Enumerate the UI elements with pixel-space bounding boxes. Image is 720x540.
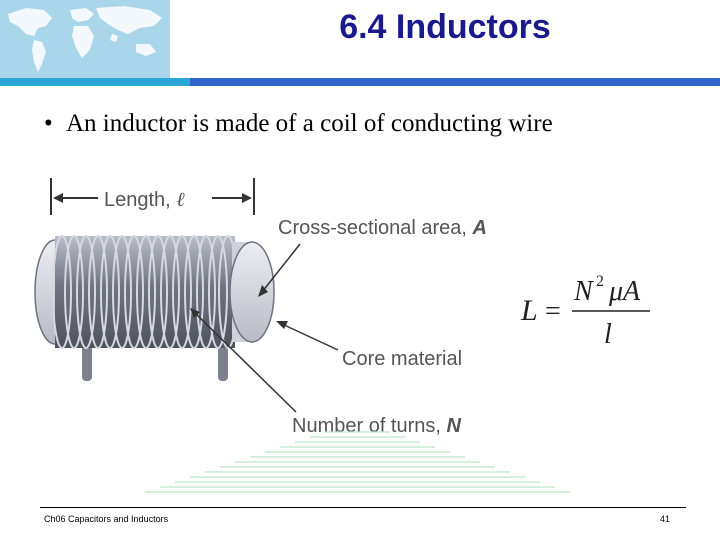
world-map-banner — [0, 0, 170, 78]
formula-numerator-rest: μA — [608, 276, 641, 307]
area-label: Cross-sectional area, A — [278, 217, 487, 239]
formula-lhs: L — [520, 294, 538, 327]
header-rule — [0, 78, 720, 86]
core-leader — [281, 323, 339, 351]
footer-rule — [40, 507, 686, 508]
inductor-diagram: Length, ℓ Cross-sectional area, A Core m… — [34, 178, 650, 437]
core-label: Core material — [342, 348, 462, 370]
area-leader — [261, 243, 301, 293]
footer-chapter: Ch06 Capacitors and Inductors — [44, 514, 169, 524]
formula-denominator: l — [604, 319, 612, 350]
coil-body — [55, 236, 235, 348]
page-title: 6.4 Inductors — [339, 8, 551, 46]
core-right-end — [229, 241, 275, 343]
page-number: 41 — [660, 514, 671, 524]
coil-turns — [52, 235, 238, 349]
length-label: Length, ℓ — [104, 189, 185, 211]
bullet-marker: • — [44, 110, 53, 137]
turns-leader — [193, 311, 297, 413]
decorative-pyramid — [145, 431, 570, 493]
bullet-text: An inductor is made of a coil of conduct… — [66, 110, 553, 137]
formula-exponent: 2 — [596, 273, 604, 290]
bullet-item: • An inductor is made of a coil of conduc… — [44, 110, 553, 138]
header-rule-accent — [0, 78, 190, 86]
world-map-icon — [8, 6, 162, 72]
formula-equals: = — [545, 296, 561, 327]
inductance-formula: L = N 2 μA l — [520, 273, 650, 350]
formula-numerator-base: N — [573, 276, 594, 307]
